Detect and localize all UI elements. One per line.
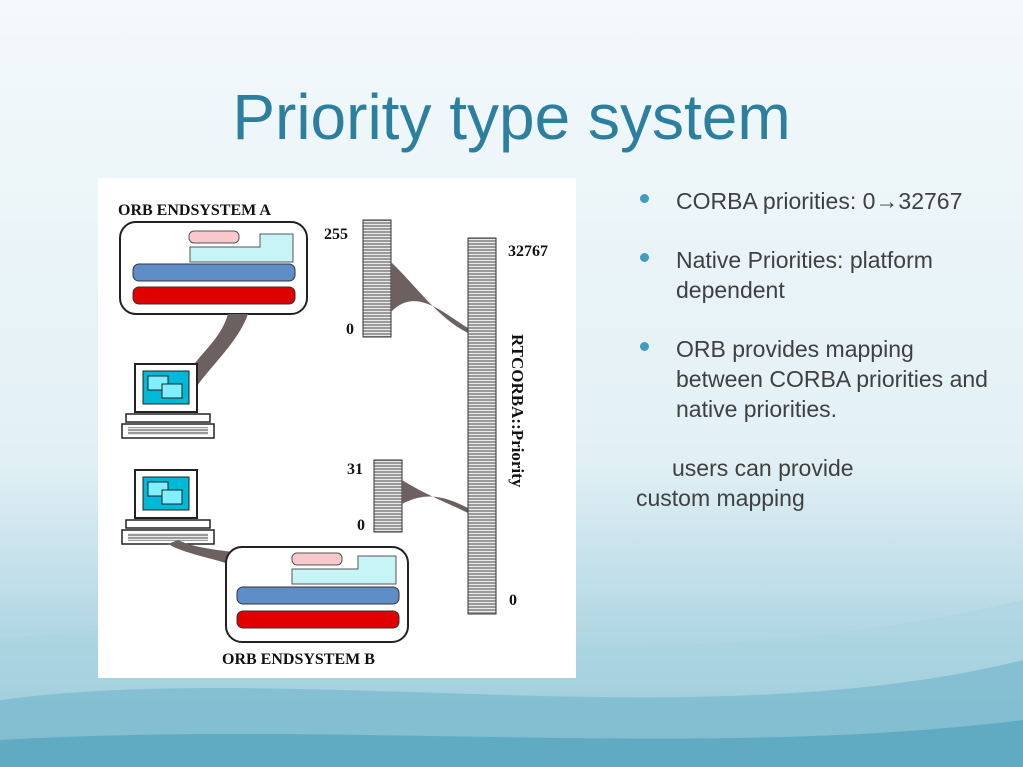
native-b-max-label: 31 — [347, 461, 363, 478]
bullet-dot-icon — [640, 342, 649, 351]
bullet-list: CORBA priorities: 0→32767 Native Priorit… — [636, 186, 1006, 513]
orb-a-box — [119, 221, 308, 315]
bullet-text: ORB provides mapping between CORBA prior… — [676, 336, 988, 422]
arrow-right-icon: → — [875, 188, 899, 214]
native-a-max-label: 255 — [324, 226, 348, 243]
slide-title: Priority type system — [232, 81, 791, 153]
corba-max-label: 32767 — [508, 243, 548, 260]
priority-diagram-svg: ORB ENDSYSTEM A — [118, 202, 548, 668]
bullet-orb-mapping: ORB provides mapping between CORBA prior… — [636, 334, 1006, 424]
bullet-text: Native Priorities: platform dependent — [676, 247, 933, 303]
bullet-text: 32767 — [898, 188, 963, 214]
native-a-min-label: 0 — [346, 321, 354, 338]
corba-axis-label: RTCORBA::Priority — [508, 334, 527, 488]
note-line-2: custom mapping — [636, 485, 805, 511]
orb-a-label: ORB ENDSYSTEM A — [118, 202, 271, 219]
native-priority-bar-a — [362, 219, 392, 338]
bullet-dot-icon — [640, 194, 649, 203]
note-line-1: users can provide — [672, 455, 854, 481]
native-priority-bar-b — [373, 459, 403, 533]
corba-priority-bar — [467, 237, 497, 615]
bullet-native-priorities: Native Priorities: platform dependent — [636, 245, 1006, 305]
computer-b-icon — [121, 469, 215, 545]
computer-a-icon — [121, 363, 215, 439]
orb-b-label: ORB ENDSYSTEM B — [222, 651, 375, 668]
mapping-funnel-b — [402, 480, 468, 513]
orb-a-callout — [183, 314, 248, 392]
bullet-corba-priorities: CORBA priorities: 0→32767 — [636, 186, 1006, 216]
corba-min-label: 0 — [509, 592, 517, 609]
mapping-funnel-a — [391, 262, 468, 333]
bullet-text: CORBA priorities: 0 — [676, 188, 876, 214]
custom-mapping-note: users can provide custom mapping — [636, 453, 1006, 513]
priority-diagram: ORB ENDSYSTEM A — [98, 178, 576, 678]
orb-b-box — [225, 546, 409, 643]
bullet-dot-icon — [640, 253, 649, 262]
native-b-min-label: 0 — [357, 517, 365, 534]
